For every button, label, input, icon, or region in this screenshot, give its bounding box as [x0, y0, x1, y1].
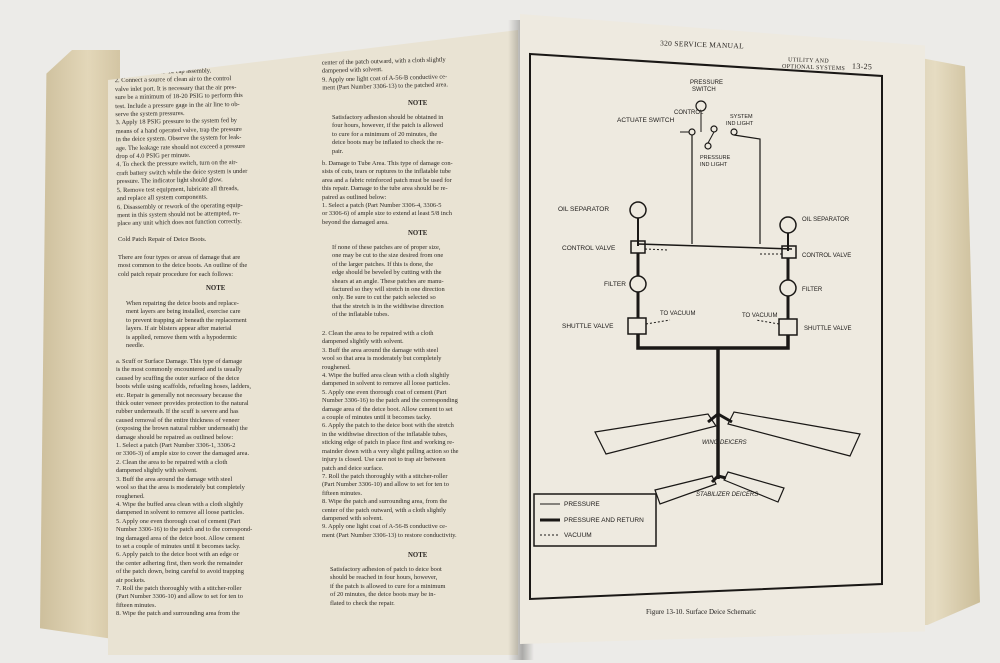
left-page-number: 13-24	[143, 49, 165, 60]
label-pressure-switch-1: PRESSURE	[690, 80, 723, 86]
label-system-ind-light-2: IND LIGHT	[726, 121, 754, 127]
shuttle-valve-left-icon	[627, 317, 647, 335]
label-pressure-ind-light-2: IND LIGHT	[700, 162, 728, 168]
left-section-header: UTILITY AND OPTIONAL SYSTEMS	[169, 43, 293, 61]
figure-caption: Figure 13-10. Surface Deice Schematic	[646, 608, 756, 616]
right-page: 320 SERVICE MANUAL UTILITY AND OPTIONAL …	[520, 14, 925, 644]
stabilizer-deicer-right	[723, 471, 785, 503]
system-ind-light-icon	[730, 128, 738, 136]
label-to-vacuum-left: TO VACUUM	[660, 311, 695, 317]
wing-deicer-left	[594, 413, 717, 455]
label-control: CONTROL	[674, 110, 704, 116]
left-col2-note1: Satisfactory adhesion should be obtained…	[332, 114, 444, 155]
control-icon	[710, 125, 718, 133]
label-pressure-ind-light-1: PRESSURE	[700, 155, 731, 161]
surface-deice-schematic: PRESSURE SWITCH CONTROL SYSTEM IND LIGHT…	[529, 52, 883, 616]
legend-vacuum: VACUUM	[564, 532, 592, 539]
label-shuttle-valve-left: SHUTTLE VALVE	[562, 323, 614, 330]
label-wing-deicers: WING DEICERS	[702, 440, 747, 446]
label-filter-right: FILTER	[802, 287, 823, 293]
oil-separator-right-icon	[779, 216, 797, 234]
actuate-switch-icon	[688, 128, 696, 136]
left-col2-note1-label: NOTE	[408, 100, 428, 107]
label-filter-left: FILTER	[604, 281, 626, 288]
label-shuttle-valve-right: SHUTTLE VALVE	[804, 326, 851, 332]
stabilizer-deicer-left	[654, 475, 717, 505]
filter-left-icon	[629, 275, 647, 293]
shuttle-valve-right-icon	[778, 318, 798, 336]
label-pressure-switch-2: SWITCH	[692, 87, 716, 93]
pressure-header-line	[637, 243, 793, 250]
left-col2-top-text: center of the patch outward, with a clot…	[321, 56, 449, 92]
diagram-frame	[529, 52, 883, 601]
left-col1-intro: There are four types or areas of damage …	[118, 254, 248, 278]
label-control-valve-right: CONTROL VALVE	[802, 253, 851, 259]
label-oil-separator-left: OIL SEPARATOR	[558, 206, 609, 213]
left-col2-note3: Satisfactory adhesion of patch to deice …	[330, 566, 446, 607]
legend-pressure: PRESSURE	[564, 501, 600, 508]
filter-right-icon	[779, 279, 797, 297]
left-col2-note2-label: NOTE	[408, 230, 428, 237]
left-col1-note: When repairing the deice boots and repla…	[126, 300, 247, 350]
left-col1-heading: Cold Patch Repair of Deice Boots.	[118, 236, 207, 243]
left-col2-body: 2. Clean the area to be repaired with a …	[322, 330, 459, 539]
label-stabilizer-deicers: STABILIZER DEICERS	[696, 492, 758, 498]
oil-separator-left-icon	[629, 201, 647, 219]
left-col2-note2: If none of these patches are of proper s…	[332, 244, 445, 319]
left-col2-note3-label: NOTE	[408, 552, 428, 559]
legend-box	[533, 493, 657, 547]
left-col1-body: a. Scuff or Surface Damage. This type of…	[116, 358, 253, 618]
left-col2-mid: b. Damage to Tube Area. This type of dam…	[322, 160, 453, 226]
left-page: 13-24 UTILITY AND OPTIONAL SYSTEMS port …	[108, 30, 518, 655]
wing-deicer-right	[727, 411, 861, 457]
label-oil-separator-right: OIL SEPARATOR	[802, 217, 850, 223]
label-to-vacuum-right: TO VACUUM	[742, 313, 777, 319]
label-system-ind-light-1: SYSTEM	[730, 114, 753, 120]
left-col1-note-label: NOTE	[206, 285, 226, 292]
left-col1-top-text: port with an AN929-12 cap assembly. 2. C…	[114, 67, 248, 228]
pressure-ind-light-icon	[704, 142, 712, 150]
label-actuate-switch: ACTUATE SWITCH	[617, 117, 675, 124]
label-control-valve-left: CONTROL VALVE	[562, 245, 616, 252]
left-page-stack	[40, 50, 120, 640]
legend-pressure-and-return: PRESSURE AND RETURN	[564, 517, 644, 524]
